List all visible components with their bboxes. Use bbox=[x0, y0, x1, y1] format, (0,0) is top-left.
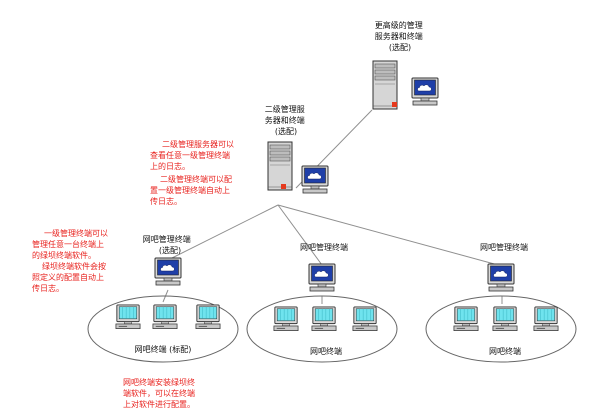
cafe-terminal-label-2: 网吧终端 bbox=[310, 346, 342, 356]
link-second-to-cafe-3 bbox=[277, 204, 499, 266]
top-server-led bbox=[392, 102, 397, 107]
cafe-management-pc-2-icon bbox=[308, 263, 336, 292]
cafe-terminal-label-1: 网吧终端 (标配) bbox=[135, 344, 192, 354]
note-first-level: 一级管理终端可以 管理任意一台终端上 的绿坝终端软件。 绿坝终端软件会按 照定义… bbox=[32, 228, 111, 293]
cafe-management-label-2: 网吧管理终端 bbox=[300, 242, 348, 252]
terminal-group-ellipse-2 bbox=[246, 295, 398, 363]
note-terminal: 网吧终端安装绿坝终 端软件，可以在终端 上对软件进行配置。 bbox=[123, 377, 198, 409]
cafe-terminal-pc-1a-icon bbox=[115, 304, 141, 330]
cafe-terminal-label-3: 网吧终端 bbox=[489, 346, 521, 356]
cafe-management-label-3: 网吧管理终端 bbox=[480, 242, 528, 252]
top-server-tower-icon bbox=[372, 60, 398, 110]
top-server-label: 更高级的管理 服务器和终端 (选配) bbox=[375, 20, 426, 52]
cafe-terminal-pc-3c-icon bbox=[533, 306, 559, 332]
cafe-management-pc-3-icon bbox=[487, 263, 515, 292]
cafe-terminal-pc-1c-icon bbox=[195, 304, 221, 330]
cafe-management-label-1: 网吧管理终端 (选配) bbox=[143, 234, 194, 255]
cafe-management-pc-1-icon bbox=[154, 257, 182, 286]
note-second-level: 二级管理服务器可以 查看任意一级管理终端 上的日志。 二级管理终端可以配 置一级… bbox=[150, 139, 237, 206]
cafe-terminal-pc-2a-icon bbox=[273, 306, 299, 332]
second-server-label: 二级管理服 务器和终端 (选配) bbox=[265, 104, 308, 136]
terminal-group-ellipse-1 bbox=[87, 295, 239, 363]
cafe-terminal-pc-1b-icon bbox=[152, 304, 178, 330]
top-management-pc-icon bbox=[411, 77, 439, 106]
terminal-group-ellipse-3 bbox=[425, 295, 577, 363]
cafe-terminal-pc-3b-icon bbox=[492, 306, 518, 332]
cafe-terminal-pc-2c-icon bbox=[352, 306, 378, 332]
cafe-terminal-pc-3a-icon bbox=[453, 306, 479, 332]
second-management-pc-icon bbox=[301, 165, 329, 194]
second-server-tower-icon bbox=[267, 141, 293, 191]
cafe-terminal-pc-2b-icon bbox=[311, 306, 337, 332]
second-server-led bbox=[281, 184, 286, 189]
link-second-to-cafe-2 bbox=[277, 204, 323, 266]
link-second-to-cafe-1 bbox=[171, 204, 279, 259]
